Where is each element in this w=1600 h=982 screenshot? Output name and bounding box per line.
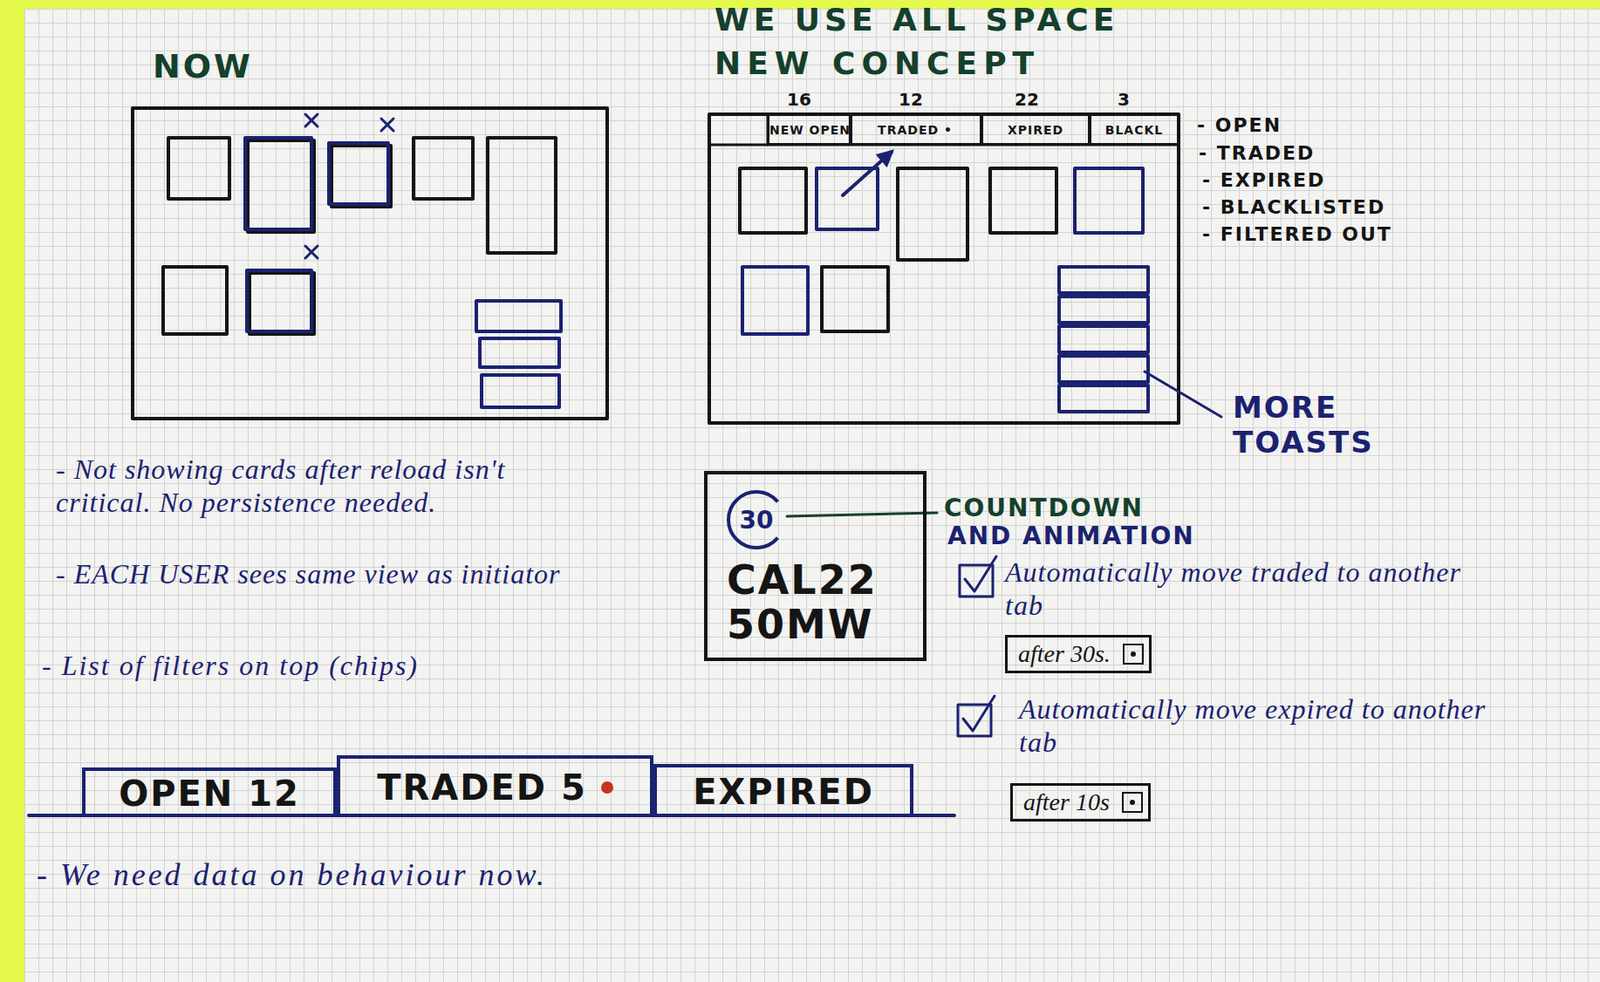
dropdown-toggle	[1121, 792, 1143, 814]
toggle-dot	[1129, 800, 1136, 806]
node-text: 30	[739, 505, 774, 535]
card-sketch	[739, 168, 807, 233]
node-text: BLACKL	[1105, 123, 1163, 137]
node-text: after 30s.	[1018, 640, 1111, 669]
toast-sketch	[479, 338, 560, 368]
state-item: - OPEN	[1196, 114, 1282, 137]
callout-text: AND ANIMATION	[947, 521, 1196, 551]
node-text: 50MW	[726, 602, 915, 648]
node-text: OPEN 12	[118, 773, 301, 814]
node-text: TRADED 5	[376, 767, 588, 808]
toast-sketch	[476, 300, 561, 332]
state-item: - TRADED	[1198, 142, 1315, 165]
toast-sketch	[1059, 385, 1149, 412]
leader-line	[1144, 371, 1222, 418]
tab-chip: EXPIRED	[653, 764, 914, 816]
tab-bar-line	[28, 813, 955, 818]
note-text: - List of filters on top (chips)	[41, 649, 671, 684]
card-sketch	[245, 137, 312, 230]
note-text: - Not showing cards after reload isn't c…	[55, 453, 597, 520]
card-sketch	[247, 140, 315, 233]
tab-chip: TRADED 5	[336, 755, 654, 816]
unread-dot	[601, 781, 614, 794]
tab-chip: OPEN 12	[82, 767, 337, 816]
callout-text: MORE TOASTS	[1232, 389, 1416, 460]
heading: NEW CONCEPT	[714, 45, 1040, 83]
countdown-ring: 30	[723, 488, 790, 552]
screen-frame	[709, 114, 1179, 424]
close-mark	[381, 118, 394, 131]
option-text: Automatically move expired to another ta…	[1018, 693, 1525, 760]
heading: WE USE ALL SPACE	[714, 1, 1119, 39]
card-sketch	[897, 168, 968, 260]
card-sketch	[487, 137, 556, 253]
card-sketch	[742, 266, 808, 335]
note-text: - We need data on behaviour now.	[36, 856, 910, 894]
card-sketch	[1074, 168, 1143, 233]
toast-sketch	[1059, 296, 1149, 323]
dropdown: after 30s.	[1005, 635, 1152, 674]
card-sketch: CAL2250MW 30	[704, 471, 927, 662]
tab-chip: BLACKL	[1089, 114, 1179, 145]
node-text: TRADED •	[877, 123, 953, 137]
option-text: Automatically move traded to another tab	[1005, 556, 1494, 623]
card-sketch	[816, 168, 878, 230]
dropdown-toggle	[1122, 643, 1144, 665]
toast-sketch	[481, 375, 560, 408]
card-sketch	[328, 143, 389, 205]
toast-sketch	[1059, 266, 1149, 294]
tab-chip: NEW OPEN	[767, 114, 853, 145]
card-sketch	[990, 168, 1057, 233]
node-text: after 10s	[1023, 788, 1110, 817]
move-arrow	[842, 151, 892, 196]
card-sketch	[413, 137, 473, 199]
node-text: XPIRED	[1007, 123, 1064, 137]
tab-chip: XPIRED	[981, 114, 1090, 145]
card-sketch	[331, 145, 391, 207]
leader-line	[786, 512, 937, 517]
dropdown: after 10s	[1010, 783, 1151, 822]
screen-frame	[132, 108, 608, 419]
card-sketch	[168, 137, 230, 199]
heading: NOW	[152, 47, 253, 87]
callout-text: COUNTDOWN	[943, 493, 1144, 523]
tab-chip: TRADED •	[848, 114, 982, 145]
toast-sketch	[1059, 326, 1149, 353]
count-number: 12	[898, 89, 924, 111]
node-text: NEW OPEN	[769, 123, 851, 137]
note-text: - EACH USER sees same view as initiator	[55, 558, 615, 592]
toggle-dot	[1130, 651, 1136, 657]
ring-arc	[728, 492, 778, 548]
count-number: 22	[1014, 89, 1040, 111]
node-text: CAL22	[726, 558, 915, 603]
count-number: 16	[786, 89, 812, 111]
state-item: - EXPIRED	[1202, 169, 1326, 192]
toast-sketch	[1059, 355, 1149, 383]
card-sketch	[249, 273, 315, 335]
check-tick	[963, 696, 995, 732]
check-tick	[964, 556, 997, 592]
card-sketch	[246, 270, 312, 332]
card-sketch	[163, 266, 227, 335]
state-item: - FILTERED OUT	[1202, 223, 1393, 247]
card-sketch	[821, 266, 889, 332]
count-number: 3	[1117, 89, 1130, 111]
state-item: - BLACKLISTED	[1202, 196, 1386, 219]
close-mark	[305, 246, 318, 259]
close-mark	[305, 114, 318, 127]
node-text: EXPIRED	[692, 772, 875, 813]
